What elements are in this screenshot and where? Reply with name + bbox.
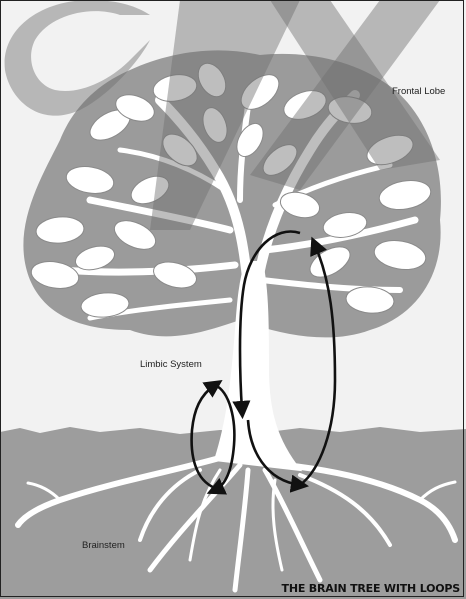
brainstem-label: Brainstem (82, 540, 125, 551)
frontal-lobe-label: Frontal Lobe (392, 86, 445, 97)
diagram-title: THE BRAIN TREE WITH LOOPS (282, 582, 460, 595)
limbic-system-label: Limbic System (140, 359, 202, 370)
